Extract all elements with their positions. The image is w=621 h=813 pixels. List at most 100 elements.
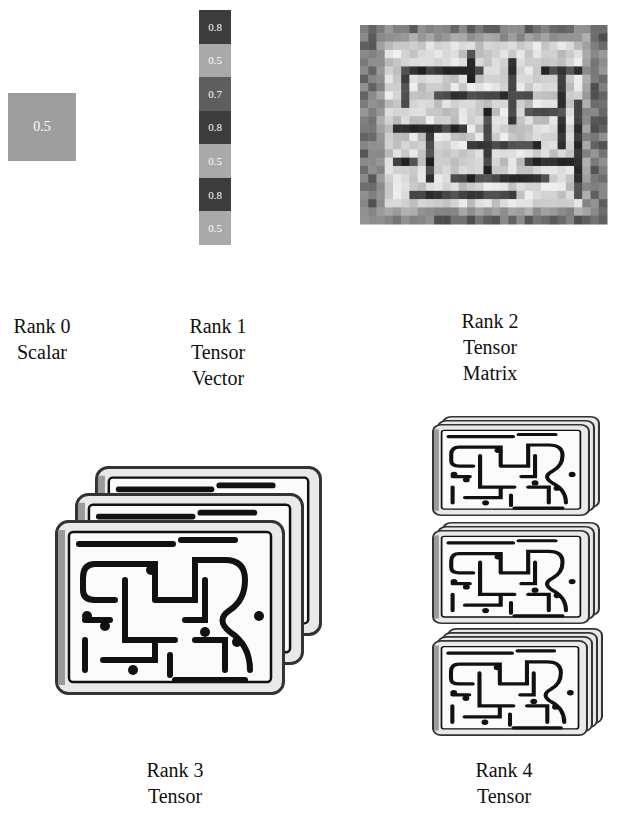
matrix-pixel bbox=[533, 183, 542, 192]
matrix-pixel bbox=[566, 50, 575, 59]
matrix-pixel bbox=[599, 66, 608, 75]
matrix-pixel bbox=[533, 42, 542, 51]
matrix-pixel bbox=[376, 133, 385, 142]
matrix-pixel bbox=[434, 125, 443, 134]
matrix-pixel bbox=[591, 116, 600, 125]
matrix-pixel bbox=[459, 191, 468, 200]
matrix-pixel bbox=[451, 83, 460, 92]
matrix-pixel bbox=[475, 191, 484, 200]
matrix-pixel bbox=[582, 174, 591, 183]
matrix-pixel bbox=[574, 42, 583, 51]
cell-value: 0.7 bbox=[208, 88, 222, 100]
matrix-pixel bbox=[475, 166, 484, 175]
matrix-pixel bbox=[376, 125, 385, 134]
matrix-pixel bbox=[500, 25, 509, 34]
matrix-pixel bbox=[525, 108, 534, 117]
matrix-pixel bbox=[426, 91, 435, 100]
matrix-pixel bbox=[368, 199, 377, 208]
matrix-pixel bbox=[393, 199, 402, 208]
matrix-pixel bbox=[549, 191, 558, 200]
matrix-pixel bbox=[467, 33, 476, 42]
matrix-pixel bbox=[574, 66, 583, 75]
matrix-pixel bbox=[368, 100, 377, 109]
matrix-pixel bbox=[541, 75, 550, 84]
matrix-pixel bbox=[533, 207, 542, 216]
matrix-pixel bbox=[401, 75, 410, 84]
matrix-pixel bbox=[599, 58, 608, 67]
matrix-pixel bbox=[475, 116, 484, 125]
matrix-pixel bbox=[393, 183, 402, 192]
matrix-pixel bbox=[360, 66, 369, 75]
matrix-pixel bbox=[541, 141, 550, 150]
matrix-pixel bbox=[368, 207, 377, 216]
matrix-pixel bbox=[451, 133, 460, 142]
matrix-pixel bbox=[533, 108, 542, 117]
matrix-pixel bbox=[426, 207, 435, 216]
matrix-pixel bbox=[574, 75, 583, 84]
matrix-pixel bbox=[558, 191, 567, 200]
matrix-pixel bbox=[385, 58, 394, 67]
matrix-pixel bbox=[401, 207, 410, 216]
matrix-pixel bbox=[385, 33, 394, 42]
matrix-pixel bbox=[492, 149, 501, 158]
matrix-pixel bbox=[434, 133, 443, 142]
matrix-pixel bbox=[516, 199, 525, 208]
matrix-pixel bbox=[500, 174, 509, 183]
matrix-pixel bbox=[492, 83, 501, 92]
matrix-pixel bbox=[525, 199, 534, 208]
matrix-pixel bbox=[418, 158, 427, 167]
matrix-pixel bbox=[376, 166, 385, 175]
matrix-pixel bbox=[434, 25, 443, 34]
matrix-pixel bbox=[475, 149, 484, 158]
matrix-pixel bbox=[508, 207, 517, 216]
matrix-pixel bbox=[368, 25, 377, 34]
matrix-pixel bbox=[475, 25, 484, 34]
matrix-pixel bbox=[459, 199, 468, 208]
matrix-pixel bbox=[484, 108, 493, 117]
matrix-pixel bbox=[459, 58, 468, 67]
matrix-pixel bbox=[409, 149, 418, 158]
matrix-pixel bbox=[492, 116, 501, 125]
matrix-pixel bbox=[368, 125, 377, 134]
matrix-pixel bbox=[516, 166, 525, 175]
matrix-pixel bbox=[418, 199, 427, 208]
matrix-pixel bbox=[409, 75, 418, 84]
matrix-pixel bbox=[525, 42, 534, 51]
matrix-pixel bbox=[492, 25, 501, 34]
matrix-pixel bbox=[426, 83, 435, 92]
matrix-pixel bbox=[484, 216, 493, 225]
matrix-pixel bbox=[525, 191, 534, 200]
matrix-pixel bbox=[459, 108, 468, 117]
matrix-pixel bbox=[484, 42, 493, 51]
matrix-pixel bbox=[376, 141, 385, 150]
matrix-pixel bbox=[566, 191, 575, 200]
matrix-pixel bbox=[376, 50, 385, 59]
matrix-pixel bbox=[385, 50, 394, 59]
matrix-pixel bbox=[599, 125, 608, 134]
matrix-pixel bbox=[582, 33, 591, 42]
vector-cell: 0.5 bbox=[199, 144, 231, 178]
matrix-pixel bbox=[467, 50, 476, 59]
matrix-pixel bbox=[434, 58, 443, 67]
matrix-pixel bbox=[574, 158, 583, 167]
matrix-pixel bbox=[492, 199, 501, 208]
matrix-pixel bbox=[434, 108, 443, 117]
matrix-pixel bbox=[533, 158, 542, 167]
matrix-pixel bbox=[541, 133, 550, 142]
matrix-pixel bbox=[582, 58, 591, 67]
rank4-stack bbox=[433, 417, 602, 735]
matrix-pixel bbox=[566, 108, 575, 117]
matrix-pixel bbox=[451, 116, 460, 125]
matrix-pixel bbox=[484, 207, 493, 216]
matrix-pixel bbox=[484, 141, 493, 150]
matrix-pixel bbox=[508, 66, 517, 75]
matrix-pixel bbox=[451, 75, 460, 84]
matrix-pixel bbox=[409, 108, 418, 117]
matrix-pixel bbox=[393, 133, 402, 142]
matrix-pixel bbox=[360, 191, 369, 200]
matrix-pixel bbox=[516, 100, 525, 109]
matrix-pixel bbox=[418, 133, 427, 142]
matrix-pixel bbox=[549, 108, 558, 117]
rank-caption: Rank 2 Tensor Matrix bbox=[448, 308, 532, 386]
matrix-pixel bbox=[442, 133, 451, 142]
